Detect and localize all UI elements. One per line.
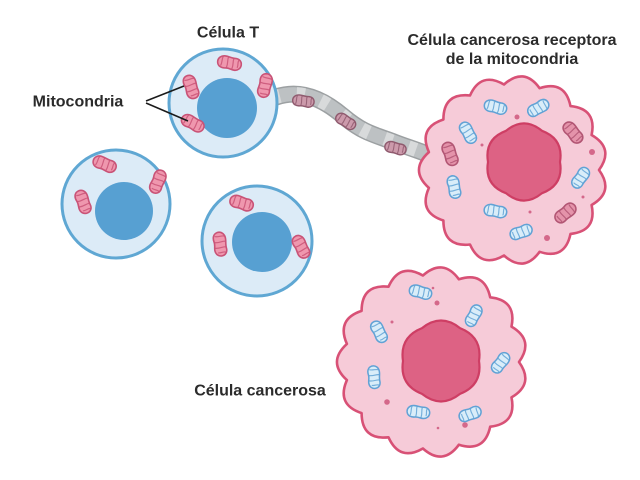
t-cell-3 [200,184,314,298]
nanotube-stripes [273,87,445,168]
mitochondria-label: Mitocondria [32,93,124,111]
granule-dot [544,235,550,241]
cancer-cell-nucleus [401,319,481,403]
receptor-cancer-cell [417,75,607,265]
receptor-label-line-2: de la mitocondria [445,51,579,68]
mitochondria-pointer-lines [145,85,189,122]
granule-dot [514,114,520,120]
t-cell-label: Célula T [196,24,260,42]
tunneling-nanotube [267,85,450,170]
granule-dot [480,143,484,147]
granule-dot [462,422,468,428]
granule-dot [431,286,435,290]
receptor-cancer-cell-label: Célula cancerosa receptora de la mitocon… [408,31,617,69]
granule-dot [581,195,585,199]
cancer-cell [335,266,527,458]
mitochondrion-in-tube-icon [332,110,359,133]
granule-dot [434,300,440,306]
t-cell-3-nucleus [232,212,292,272]
receptor-cell-nucleus [486,122,562,202]
receptor-label-line-1: Célula cancerosa receptora [407,32,617,49]
granule-dot [436,426,440,430]
blue-mitochondrion-icon [366,364,382,390]
t-cell-2 [60,148,172,260]
granule-dot [390,320,394,324]
t-cell-1-nucleus [197,78,257,138]
granule-dot [384,399,390,405]
pointer-line [145,102,189,122]
cancer-cell-label: Célula cancerosa [194,382,326,400]
pointer-line [145,85,185,102]
t-cell-2-nucleus [95,182,153,240]
granule-dot [528,210,532,214]
t-cell-1 [167,47,279,159]
granule-dot [589,149,595,155]
